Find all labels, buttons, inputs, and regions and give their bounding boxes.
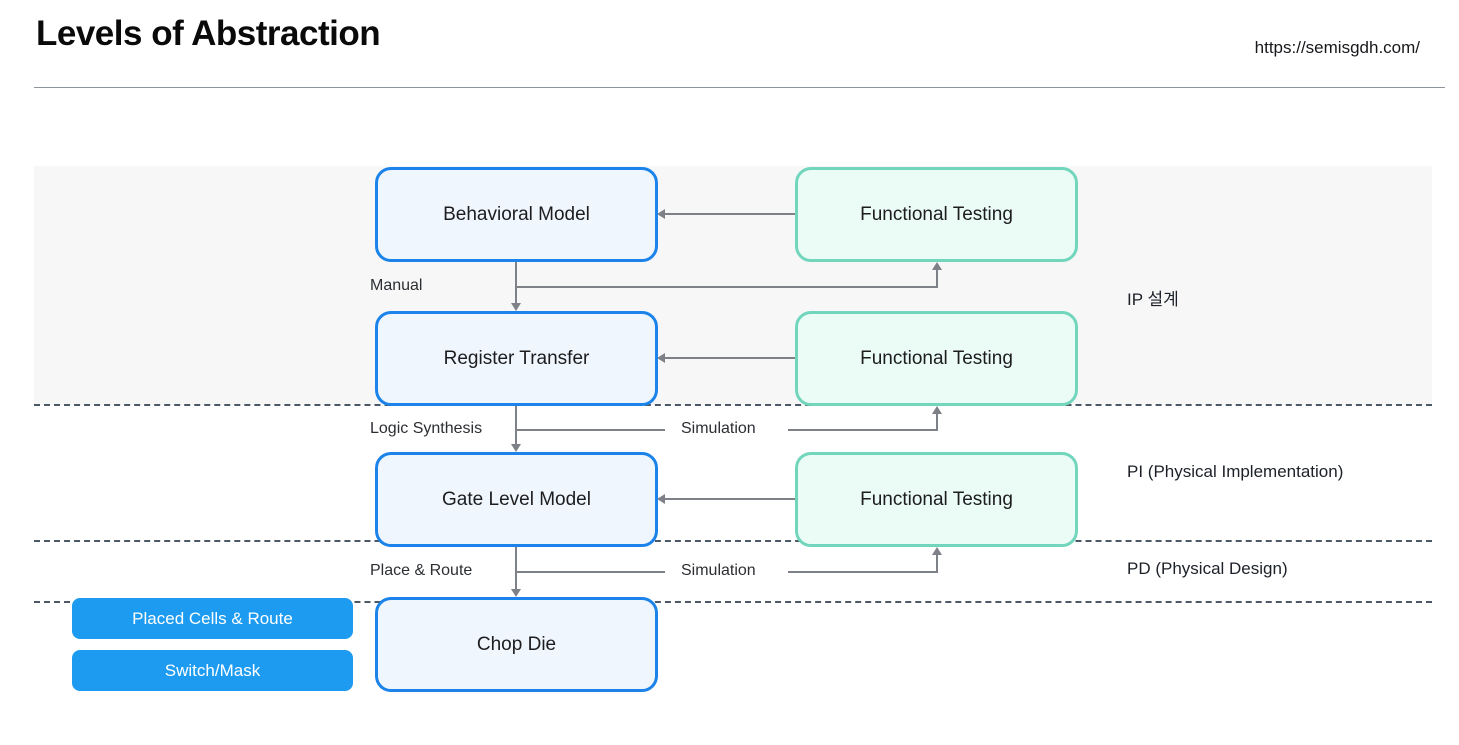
flow-label-manual: Manual — [370, 277, 423, 294]
model-box-behavioral: Behavioral Model — [375, 167, 658, 262]
testing-box-1: Functional Testing — [795, 167, 1078, 262]
source-url: https://semisgdh.com/ — [1254, 38, 1420, 57]
model-box-chop-die-label: Chop Die — [476, 633, 557, 655]
connector-testing3-to-gate — [665, 498, 795, 500]
flow-label-logic-synthesis: Logic Synthesis — [370, 420, 483, 437]
arrowhead-into-testing1 — [932, 262, 942, 270]
boundary-dashed-line-3 — [34, 601, 1432, 603]
connector-behavioral-down — [515, 262, 517, 304]
connector-manual-branch — [515, 286, 938, 288]
model-box-gate-level: Gate Level Model — [375, 452, 658, 547]
testing-box-3: Functional Testing — [795, 452, 1078, 547]
arrowhead-into-testing3 — [932, 547, 942, 555]
arrowhead-into-testing2 — [932, 406, 942, 414]
arrowhead-testing2-to-register — [657, 353, 665, 363]
arrowhead-testing1-to-behavioral — [657, 209, 665, 219]
model-box-register-transfer: Register Transfer — [375, 311, 658, 406]
switch-mask-button-label: Switch/Mask — [164, 660, 261, 680]
stage-label-pi: PI (Physical Implementation) — [1127, 462, 1344, 481]
testing-box-3-label: Functional Testing — [860, 488, 1013, 510]
testing-box-1-label: Functional Testing — [860, 203, 1013, 225]
connector-up-testing1 — [936, 269, 938, 288]
flow-label-place-route: Place & Route — [370, 562, 473, 579]
flow-label-simulation-2: Simulation — [681, 562, 756, 579]
connector-testing1-to-behavioral — [665, 213, 795, 215]
stage-label-pd: PD (Physical Design) — [1127, 559, 1288, 578]
ip-design-band — [34, 166, 1432, 405]
flow-label-simulation-1: Simulation — [681, 420, 756, 437]
switch-mask-button[interactable]: Switch/Mask — [72, 650, 353, 691]
connector-simulation1-right — [788, 429, 938, 431]
stage-label-ip-design: IP 설계 — [1127, 290, 1179, 309]
arrowhead-into-chop-die — [511, 589, 521, 597]
boundary-dashed-line-2 — [34, 540, 1432, 542]
connector-simulation2-left — [515, 571, 665, 573]
placed-cells-route-button[interactable]: Placed Cells & Route — [72, 598, 353, 639]
connector-gate-down — [515, 547, 517, 590]
model-box-chop-die: Chop Die — [375, 597, 658, 692]
arrowhead-into-register-transfer — [511, 303, 521, 311]
connector-simulation2-right — [788, 571, 938, 573]
model-box-gate-level-label: Gate Level Model — [442, 488, 591, 510]
boundary-dashed-line-1 — [34, 404, 1432, 406]
testing-box-2: Functional Testing — [795, 311, 1078, 406]
connector-up-testing2 — [936, 413, 938, 431]
title-divider — [34, 87, 1445, 88]
arrowhead-testing3-to-gate — [657, 494, 665, 504]
connector-up-testing3 — [936, 554, 938, 573]
connector-testing2-to-register — [665, 357, 795, 359]
model-box-register-transfer-label: Register Transfer — [443, 347, 590, 369]
testing-box-2-label: Functional Testing — [860, 347, 1013, 369]
placed-cells-route-button-label: Placed Cells & Route — [132, 608, 293, 628]
page-title: Levels of Abstraction — [36, 14, 381, 53]
model-box-behavioral-label: Behavioral Model — [443, 203, 590, 225]
connector-simulation1-left — [515, 429, 665, 431]
connector-register-down — [515, 406, 517, 445]
arrowhead-into-gate-level — [511, 444, 521, 452]
